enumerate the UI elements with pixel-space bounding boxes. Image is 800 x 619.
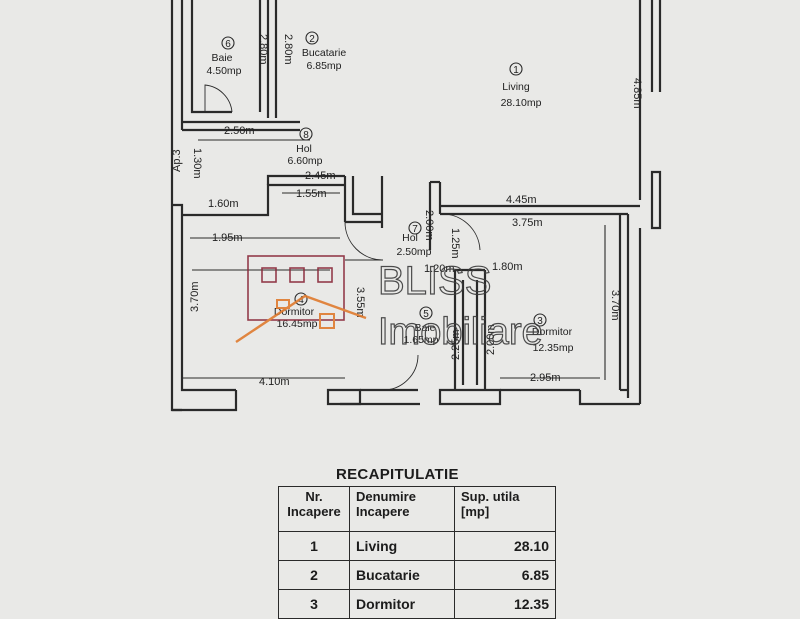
walls bbox=[170, 0, 662, 412]
room-area: 6.85mp bbox=[306, 60, 341, 72]
room-labels: 6 Baie 4.50mp 2 Bucatarie 6.85mp 1 Livin… bbox=[206, 31, 574, 354]
dimension: 4.10m bbox=[259, 376, 290, 388]
header-nr: Nr. Incapere bbox=[278, 486, 350, 532]
dimension: 3.70m bbox=[189, 281, 201, 312]
table-row: 1 Living 28.10 bbox=[278, 531, 556, 561]
room-name: Living bbox=[502, 81, 530, 93]
room-number: 4 bbox=[298, 295, 304, 306]
cell-nr: 2 bbox=[278, 560, 350, 590]
room-name: Hol bbox=[402, 232, 418, 244]
header-denumire: Denumire Incapere bbox=[349, 486, 455, 532]
apartment-label: Ap.3 bbox=[171, 149, 183, 172]
room-area: 28.10mp bbox=[501, 97, 542, 109]
dimension: 2.50m bbox=[224, 125, 255, 137]
table-row: 3 Dormitor 12.35 bbox=[278, 589, 556, 619]
watermark-logo: BLISS Imobiliare bbox=[235, 255, 543, 354]
room-number: 8 bbox=[303, 130, 309, 141]
room-number-marker bbox=[419, 306, 433, 320]
dimension: 1.80m bbox=[492, 261, 523, 273]
cell-area: 6.85 bbox=[454, 560, 556, 590]
cell-nr: 3 bbox=[278, 589, 350, 619]
floor-plan-drawing: 6 Baie 4.50mp 2 Bucatarie 6.85mp 1 Livin… bbox=[170, 0, 662, 412]
dimension-labels: 2.80m 2.80m 4.85m 2.50m 1.30m 2.45m 1.60… bbox=[171, 34, 643, 388]
room-number-marker bbox=[299, 127, 313, 141]
room-number-marker bbox=[408, 221, 422, 235]
cell-area: 12.35 bbox=[454, 589, 556, 619]
dimension: 1.20m bbox=[424, 263, 455, 275]
room-area: 1.65mp bbox=[403, 334, 438, 346]
room-name: Dormitor bbox=[532, 326, 573, 338]
dimension: 4.45m bbox=[506, 194, 537, 206]
dimension: 1.30m bbox=[191, 148, 203, 179]
watermark-brand: BLISS bbox=[378, 259, 491, 303]
room-name: Baie bbox=[414, 322, 435, 334]
room-number-marker bbox=[294, 292, 308, 306]
dimension: 3.75m bbox=[512, 217, 543, 229]
cell-name: Dormitor bbox=[349, 589, 455, 619]
dimension: 1.95m bbox=[212, 232, 243, 244]
recap-title: RECAPITULATIE bbox=[336, 466, 459, 483]
header-suprafata: Sup. utila [mp] bbox=[454, 486, 556, 532]
dimension: 3.55m bbox=[354, 287, 366, 318]
room-number-marker bbox=[305, 31, 319, 45]
table-row: 2 Bucatarie 6.85 bbox=[278, 560, 556, 590]
room-number: 7 bbox=[412, 224, 418, 235]
room-area: 6.60mp bbox=[287, 155, 322, 167]
dimension: 1.25m bbox=[449, 228, 461, 259]
dimension: 4.85m bbox=[631, 78, 643, 109]
room-number: 2 bbox=[309, 34, 315, 45]
dimension: 2.00m bbox=[423, 210, 435, 241]
dimension: 2.95m bbox=[530, 372, 561, 384]
dimension: 2.45m bbox=[305, 170, 336, 182]
cell-nr: 1 bbox=[278, 531, 350, 561]
cell-area: 28.10 bbox=[454, 531, 556, 561]
room-number: 5 bbox=[423, 309, 429, 320]
watermark-sub: Imobiliare bbox=[378, 311, 543, 353]
cell-name: Bucatarie bbox=[349, 560, 455, 590]
room-number-marker bbox=[509, 62, 523, 76]
room-name: Bucatarie bbox=[302, 47, 347, 59]
door-arcs bbox=[183, 84, 606, 391]
recap-table: Nr. Incapere Denumire Incapere Sup. util… bbox=[278, 486, 556, 619]
room-name: Hol bbox=[296, 143, 312, 155]
room-number-marker bbox=[221, 36, 235, 50]
dimension: 1.55m bbox=[296, 188, 327, 200]
room-number-marker bbox=[533, 313, 547, 327]
room-area: 16.45mp bbox=[277, 318, 318, 330]
dimension: 1.60m bbox=[208, 198, 239, 210]
table-header-row: Nr. Incapere Denumire Incapere Sup. util… bbox=[278, 486, 556, 532]
room-name: Baie bbox=[211, 52, 232, 64]
dimension: 2.80m bbox=[257, 34, 269, 65]
cell-name: Living bbox=[349, 531, 455, 561]
dimension: 3.70m bbox=[609, 290, 621, 321]
room-number: 1 bbox=[513, 65, 519, 76]
room-area: 4.50mp bbox=[206, 65, 241, 77]
room-area: 12.35mp bbox=[533, 342, 574, 354]
room-number: 3 bbox=[537, 316, 543, 327]
dimension: 2.80m bbox=[282, 34, 294, 65]
dimension: 2.25m bbox=[450, 329, 462, 360]
dimension: 2.00m bbox=[485, 324, 497, 355]
room-number: 6 bbox=[225, 39, 231, 50]
room-area: 2.50mp bbox=[396, 246, 431, 258]
